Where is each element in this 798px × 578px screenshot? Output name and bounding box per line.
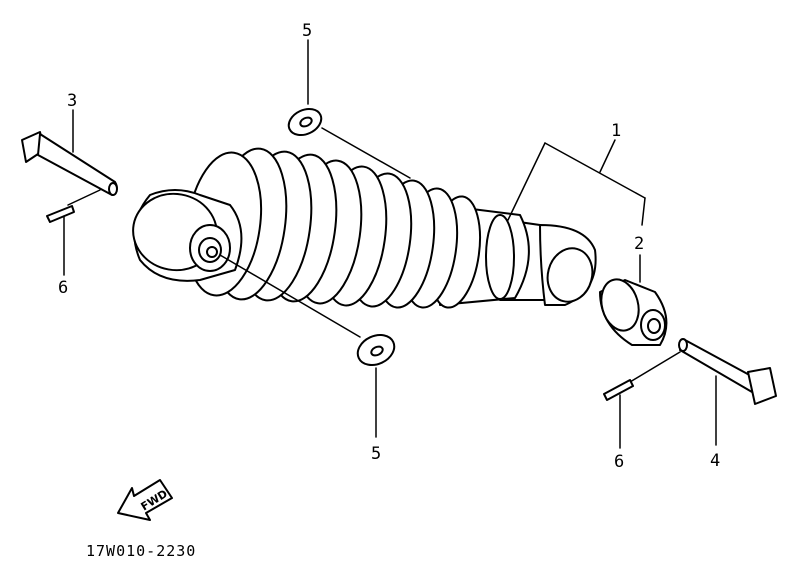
drawing-code: 17W010-2230	[86, 542, 196, 560]
guide-line-upper-washer	[321, 127, 411, 179]
callout-bolt-upper: 3	[67, 91, 77, 111]
cotter-pin-left	[46, 205, 75, 223]
bushing	[599, 278, 668, 346]
lower-washer	[356, 333, 396, 367]
callout-cotter-left: 6	[58, 278, 68, 298]
upper-washer	[287, 107, 323, 137]
callout-washer-upper: 5	[302, 21, 312, 41]
leader-shock	[507, 139, 646, 226]
cotter-pin-right	[603, 379, 634, 401]
callout-bushing: 2	[634, 234, 644, 254]
upper-bolt	[21, 131, 118, 196]
callout-bolt-lower: 4	[710, 451, 720, 471]
shock-absorber	[132, 147, 597, 309]
guide-line-upper-bolt	[67, 189, 101, 206]
callout-shock: 1	[611, 121, 621, 141]
fwd-arrow: FWD	[117, 479, 173, 521]
callout-washer-lower: 5	[371, 444, 381, 464]
guide-line-lower-washer	[219, 254, 361, 338]
callout-cotter-right: 6	[614, 452, 624, 472]
guide-line-lower-bolt	[629, 351, 681, 383]
lower-bolt	[678, 338, 777, 405]
